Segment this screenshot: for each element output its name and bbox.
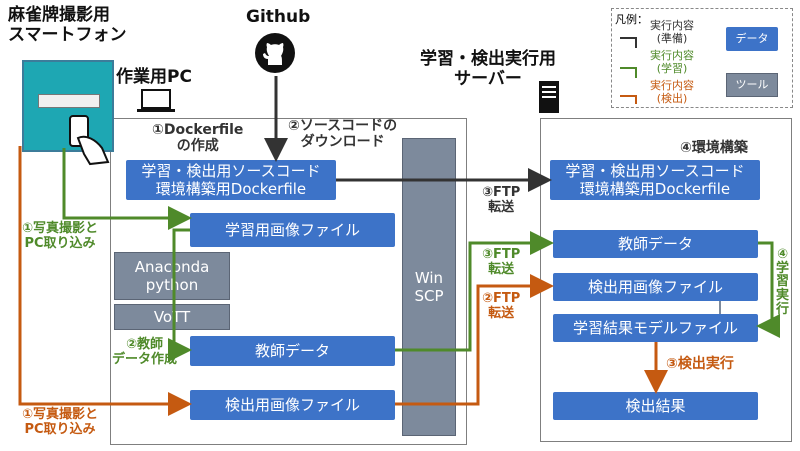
anaconda-python-tool: Anaconda python bbox=[114, 252, 230, 300]
step-ftp-orange: ②FTP 転送 bbox=[482, 291, 521, 321]
step-source-download: ②ソースコードの ダウンロード bbox=[288, 118, 398, 151]
step-ftp-top: ③FTP 転送 bbox=[482, 185, 521, 215]
legend-detect-label: 実行内容 (検出) bbox=[650, 79, 694, 106]
arrow-orange-photo bbox=[18, 146, 192, 416]
step-detect-exec: ③検出実行 bbox=[666, 356, 734, 372]
github-title: Github bbox=[246, 7, 311, 27]
server-source-docker-box: 学習・検出用ソースコード 環境構築用Dockerfile bbox=[550, 160, 760, 200]
legend: 凡例： 実行内容 (準備) 実行内容 (学習) 実行内容 (検出) データ ツー… bbox=[611, 8, 793, 108]
github-icon bbox=[254, 32, 296, 78]
legend-learn-line bbox=[620, 67, 637, 78]
step-dockerfile-create: ①Dockerfile の作成 bbox=[152, 122, 244, 155]
vott-tool: VoTT bbox=[114, 304, 230, 330]
legend-title: 凡例： bbox=[615, 13, 648, 26]
arrow-green-teacher bbox=[168, 228, 192, 362]
pc-detect-images-box: 検出用画像ファイル bbox=[190, 390, 395, 420]
legend-prep-line bbox=[620, 37, 637, 48]
pc-teacher-data-box: 教師データ bbox=[190, 336, 395, 366]
server-teacher-data-box: 教師データ bbox=[553, 230, 758, 258]
step-photo-orange: ①写真撮影と PC取り込み bbox=[22, 407, 99, 437]
step-learn-exec: ④ 学 習 実 行 bbox=[776, 247, 790, 317]
legend-learn-label: 実行内容 (学習) bbox=[650, 49, 694, 76]
server-detect-result-box: 検出結果 bbox=[553, 392, 758, 420]
server-detect-images-box: 検出用画像ファイル bbox=[553, 273, 758, 301]
pc-title: 作業用PC bbox=[116, 67, 192, 87]
legend-data-box: データ bbox=[726, 27, 778, 51]
server-title: 学習・検出実行用 サーバー bbox=[420, 49, 556, 89]
arrow-green-ftp bbox=[395, 231, 554, 352]
smartphone-title: 麻雀牌撮影用 スマートフォン bbox=[8, 5, 127, 45]
step-ftp-green: ③FTP 転送 bbox=[482, 247, 521, 277]
step-env-build: ④環境構築 bbox=[680, 140, 748, 156]
arrow-green-photo bbox=[62, 148, 192, 230]
pc-train-images-box: 学習用画像ファイル bbox=[190, 213, 395, 247]
legend-prep-label: 実行内容 (準備) bbox=[650, 19, 694, 46]
arrow-orange-ftp bbox=[395, 274, 554, 406]
mahjong-tiles-image bbox=[38, 94, 100, 108]
smartphone-icon bbox=[62, 110, 120, 170]
legend-tool-box: ツール bbox=[726, 73, 778, 97]
winscp-tool: Win SCP bbox=[402, 138, 456, 436]
step-photo-green: ①写真撮影と PC取り込み bbox=[22, 221, 99, 251]
legend-detect-line bbox=[620, 95, 637, 104]
laptop-icon bbox=[136, 88, 176, 118]
arrow-green-learn bbox=[756, 241, 780, 338]
server-icon bbox=[538, 80, 560, 118]
step-teacher-create: ②教師 データ作成 bbox=[112, 337, 178, 367]
server-model-file-box: 学習結果モデルファイル bbox=[553, 314, 758, 342]
smartphone-device bbox=[22, 60, 114, 152]
pc-source-docker-box: 学習・検出用ソースコード 環境構築用Dockerfile bbox=[126, 160, 336, 200]
